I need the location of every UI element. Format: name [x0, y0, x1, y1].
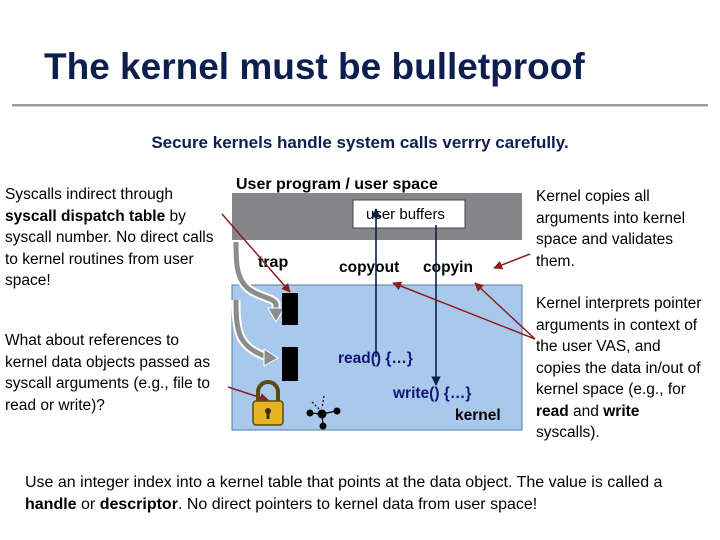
- trap-arrow-lower: [233, 299, 269, 360]
- user-buffers-label: user buffers: [366, 206, 445, 223]
- lock-pointer-arrow: [227, 386, 269, 402]
- trap-arrow-upper: [233, 241, 279, 312]
- interpret-arrow-copyout: [392, 281, 536, 340]
- text-run: What about references to kernel data obj…: [5, 332, 211, 414]
- text-run: or: [76, 496, 100, 513]
- emphasis-text: syscall dispatch table: [5, 207, 166, 225]
- handle-graph-icon: [306, 395, 341, 430]
- copyout-label: copyout: [339, 259, 399, 276]
- right-paragraph-pointer-arguments: Kernel interprets pointer arguments in c…: [536, 293, 706, 444]
- trap-arrowhead-lower: [263, 348, 279, 367]
- slide-title: The kernel must be bulletproof: [44, 46, 585, 87]
- text-run: . No direct pointers to kernel data from…: [177, 496, 538, 513]
- text-run: by syscall number. No direct calls to ke…: [5, 207, 214, 290]
- emphasis-text: handle: [25, 496, 77, 513]
- text-run: Kernel interprets pointer arguments in c…: [536, 295, 702, 398]
- trap-arrowhead-upper: [267, 307, 285, 324]
- emphasis-text: write: [603, 402, 640, 420]
- left-paragraph-kernel-references: What about references to kernel data obj…: [5, 330, 225, 416]
- trap-label: trap: [258, 254, 288, 271]
- read-label: read() {…}: [338, 350, 413, 367]
- lock-icon: [252, 380, 284, 426]
- interpret-arrow-copyin: [474, 282, 536, 340]
- user-buffers-box: [352, 199, 466, 229]
- dispatch-entry-2: [282, 347, 298, 381]
- emphasis-text: descriptor: [99, 496, 178, 513]
- text-run: and: [568, 402, 604, 420]
- user-space-label: User program / user space: [236, 176, 438, 193]
- bottom-paragraph-handles: Use an integer index into a kernel table…: [25, 472, 700, 516]
- validate-arrow: [493, 253, 531, 270]
- dispatch-entry-1: [282, 293, 298, 325]
- text-run: Use an integer index into a kernel table…: [25, 474, 663, 491]
- text-run: syscalls).: [536, 424, 600, 441]
- dispatch-table-arrow: [221, 213, 291, 293]
- emphasis-text: read: [536, 402, 569, 420]
- title-divider: [12, 104, 708, 106]
- left-paragraph-syscall-dispatch: Syscalls indirect through syscall dispat…: [5, 184, 220, 292]
- right-paragraph-copy-arguments: Kernel copies all arguments into kernel …: [536, 186, 686, 272]
- kernel-label: kernel: [455, 407, 501, 424]
- copyin-label: copyin: [423, 259, 473, 276]
- text-run: Syscalls indirect through: [5, 186, 173, 203]
- slide-subtitle: Secure kernels handle system calls verrr…: [151, 133, 569, 152]
- text-run: Kernel copies all arguments into kernel …: [536, 188, 686, 270]
- write-label: write() {…}: [392, 385, 471, 402]
